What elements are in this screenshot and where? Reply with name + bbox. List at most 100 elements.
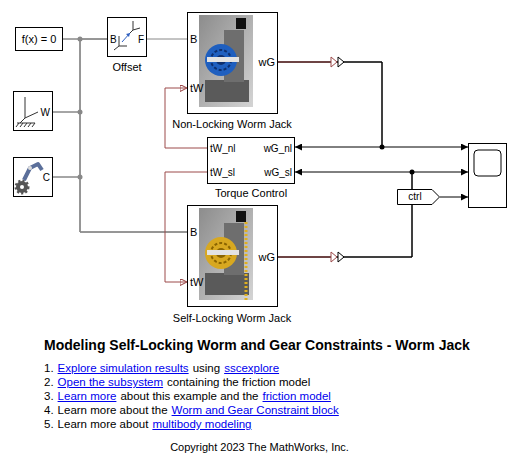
- hyperlink-text: Learn more: [58, 389, 117, 403]
- list-text: 1.: [44, 361, 54, 375]
- transform-icon-part: [133, 21, 134, 30]
- mechanism-config-icon-part: [16, 181, 28, 193]
- block-label: Offset: [112, 61, 141, 74]
- connector-line: [278, 62, 468, 147]
- copyright-caption: Copyright 2023 The MathWorks, Inc.: [0, 441, 519, 453]
- connector-line: [63, 39, 187, 232]
- junction-dot-part: [78, 110, 83, 115]
- list-text: 2.: [44, 375, 54, 389]
- hyperlink-text: Open the subsystem: [58, 375, 163, 389]
- mechanism-config-icon-part: [24, 164, 42, 180]
- mechanism-config-icon-part: [28, 166, 32, 170]
- connector-line: [147, 39, 187, 40]
- non-locking-jack-illustration-part: [207, 57, 239, 62]
- non-locking-jack-illustration-part: [199, 15, 253, 107]
- port-label: tW: [190, 276, 203, 289]
- diagram-title: Modeling Self-Locking Worm and Gear Cons…: [44, 337, 470, 353]
- world-frame-icon-part: [25, 112, 38, 118]
- block-label: Self-Locking Worm Jack: [173, 312, 291, 325]
- non-locking-jack-illustration: [199, 15, 253, 107]
- world-frame-icon-part: [32, 123, 35, 127]
- self-locking-jack-illustration-part: [199, 208, 253, 300]
- ps-converter-part: [331, 252, 337, 262]
- block-text: W: [41, 106, 50, 119]
- junction-dot-part: [410, 170, 415, 175]
- world-frame-icon-part: [24, 123, 27, 127]
- goto-outline-shape: [398, 190, 440, 205]
- transform-icon: [114, 21, 140, 50]
- list-text: Learn more about the: [58, 403, 168, 417]
- port-label: wG_nl: [264, 142, 292, 155]
- goto-tag: ctrl: [397, 189, 440, 205]
- self-locking-jack-illustration: [199, 208, 253, 300]
- block-text: ctrl: [408, 190, 421, 203]
- torque-control-block: tW_nlwG_nltW_slwG_slTorque Control: [207, 137, 295, 184]
- list-text: 5.: [44, 417, 54, 431]
- port-label: B: [190, 33, 197, 46]
- junction-dot-part: [380, 145, 385, 150]
- non-locking-jack-illustration-part: [236, 18, 246, 29]
- list-row: 3.Learn moreabout this example and thefr…: [44, 389, 331, 403]
- transform-icon-part: [126, 33, 130, 37]
- hyperlink-text: multibody modeling: [152, 417, 251, 431]
- block-label: Non-Locking Worm Jack: [172, 118, 292, 131]
- hyperlink-text: Worm and Gear Constraint block: [172, 403, 339, 417]
- port-label: B: [110, 33, 117, 46]
- list-text: Learn more about: [58, 417, 149, 431]
- scope-block: [468, 143, 507, 208]
- hyperlink-text: sscexplore: [224, 361, 279, 375]
- scope-icon: [468, 143, 507, 208]
- self-locking-jack-illustration-part: [245, 222, 248, 300]
- block-text: f(x) = 0: [22, 33, 57, 46]
- connector-line: [53, 177, 187, 232]
- block-label: Torque Control: [215, 187, 287, 200]
- list-text: 3.: [44, 389, 54, 403]
- ps-converter: [331, 57, 344, 262]
- world-frame-icon-part: [28, 123, 31, 127]
- junction-dot-part: [78, 37, 83, 42]
- scope-icon-part: [468, 143, 507, 208]
- transform-icon-part: [119, 36, 120, 46]
- transform-icon-part: [119, 46, 127, 47]
- list-row: 5. Learn more aboutmultibody modeling: [44, 417, 251, 431]
- self-locking-jack-illustration-part: [205, 273, 249, 295]
- world-frame-icon-part: [20, 118, 25, 123]
- connector-line: [278, 172, 412, 257]
- mechanism-config-icon: [16, 164, 42, 193]
- junction-dot-part: [78, 175, 83, 180]
- block-text: C: [43, 171, 50, 184]
- port-label: tW_sl: [210, 166, 235, 179]
- connector-line: [278, 62, 382, 147]
- list-row: 1.Explore simulation resultsusingsscexpl…: [44, 361, 279, 375]
- self-locking-jack-illustration-part: [207, 250, 239, 255]
- mechanism-config-block: C: [13, 157, 53, 197]
- self-locking-jack-illustration-part: [236, 211, 246, 222]
- transform-icon-part: [122, 33, 130, 42]
- ps-converter-part: [338, 57, 344, 67]
- port-label: tW: [190, 82, 203, 95]
- world-frame-icon-part: [16, 123, 19, 127]
- physical-signal-segment-part: [278, 257, 331, 258]
- non-locking-jack-illustration-part: [205, 80, 249, 102]
- subsystem-block: BtWwGNon-Locking Worm Jack: [187, 12, 278, 114]
- scope-icon-part: [474, 150, 501, 176]
- port-label: wG: [259, 251, 276, 264]
- world-frame-icon: [16, 97, 38, 127]
- ps-converter-part: [331, 57, 337, 67]
- ps-converter-part: [338, 252, 344, 262]
- port-label: wG_sl: [264, 166, 292, 179]
- port-label: wG: [259, 56, 276, 69]
- mechanism-config-icon-part: [20, 185, 24, 189]
- port-label: F: [138, 33, 144, 46]
- list-row: 2. Open the subsystem containing the frict…: [44, 375, 310, 389]
- connector-line: [278, 172, 468, 257]
- transform-icon-part: [133, 28, 140, 30]
- connector-line: [440, 197, 468, 198]
- transform-icon-part: [114, 46, 119, 50]
- list-text: containing the friction model: [167, 375, 310, 389]
- subsystem-block: BtWwGSelf-Locking Worm Jack: [187, 205, 278, 307]
- world-frame-block: W: [13, 91, 53, 131]
- port-label: tW_nl: [210, 142, 236, 155]
- port-label: B: [190, 226, 197, 239]
- list-text: 4.: [44, 403, 54, 417]
